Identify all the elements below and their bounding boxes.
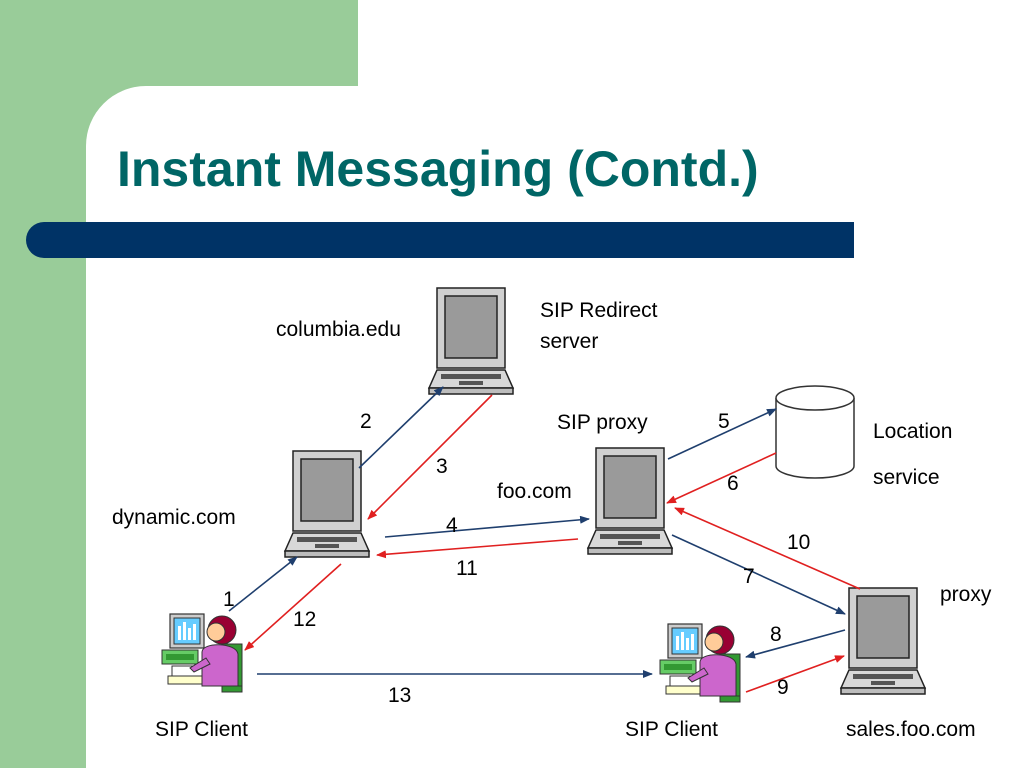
arrow-step-6: [666, 452, 777, 504]
arrow-step-1: [228, 556, 298, 612]
step-label-8: 8: [770, 623, 782, 646]
label-sip-client-right: SIP Client: [625, 718, 718, 741]
step-label-4: 4: [446, 514, 458, 537]
dynamic-proxy-computer-icon: [284, 450, 370, 558]
step-label-2: 2: [360, 410, 372, 433]
arrow-step-2: [358, 386, 444, 469]
arrow-step-7: [671, 534, 846, 615]
location-database-icon: [775, 385, 855, 479]
sip-client-right-user-icon: [659, 623, 741, 703]
label-redirect-server: server: [540, 330, 599, 353]
label-location: Location: [873, 420, 953, 443]
step-label-13: 13: [388, 684, 412, 707]
arrow-step-3: [367, 394, 493, 520]
step-label-7: 7: [743, 565, 755, 588]
foo-proxy-computer-icon: [587, 447, 673, 555]
title-underline-bar: [26, 222, 854, 258]
arrow-step-5: [667, 408, 777, 460]
step-label-3: 3: [436, 455, 448, 478]
label-proxy: proxy: [940, 583, 992, 606]
arrow-step-12: [244, 563, 342, 651]
label-sip-proxy: SIP proxy: [557, 411, 648, 434]
arrow-step-8: [745, 629, 846, 659]
arrow-step-10: [674, 507, 861, 590]
label-dynamic-com: dynamic.com: [112, 506, 236, 529]
label-sales-foo-com: sales.foo.com: [846, 718, 976, 741]
step-label-5: 5: [718, 410, 730, 433]
label-sip-redirect: SIP Redirect: [540, 299, 658, 322]
label-sip-client-left: SIP Client: [155, 718, 248, 741]
label-service: service: [873, 466, 940, 489]
step-label-9: 9: [777, 676, 789, 699]
arrow-step-9: [745, 655, 845, 693]
sip-client-left-user-icon: [161, 613, 243, 693]
step-label-11: 11: [456, 557, 478, 580]
arrow-step-4: [384, 515, 590, 538]
label-columbia-edu: columbia.edu: [276, 318, 401, 341]
step-label-1: 1: [223, 588, 235, 611]
step-label-10: 10: [787, 531, 811, 554]
sales-proxy-computer-icon: [840, 587, 926, 695]
step-label-6: 6: [727, 472, 739, 495]
redirect-server-computer-icon: [428, 287, 514, 395]
arrow-step-11: [376, 538, 579, 559]
label-foo-com: foo.com: [497, 480, 572, 503]
step-label-12: 12: [293, 608, 317, 631]
slide-title: Instant Messaging (Contd.): [117, 141, 759, 197]
